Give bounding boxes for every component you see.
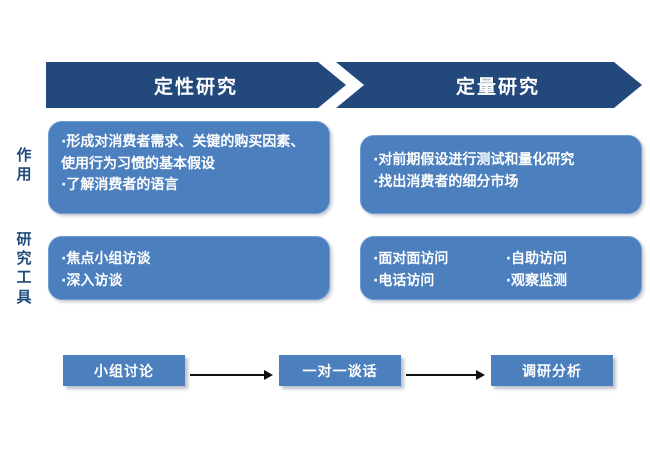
cell-quantitative-tools: ·面对面访问 ·电话访问 ·自助访问 ·观察监测 — [360, 236, 642, 300]
flow-step-2-label: 一对一谈话 — [302, 363, 378, 380]
cell-qualitative-tools-line-0: ·焦点小组访谈 — [61, 251, 151, 267]
cell-qualitative-tools-line-1: ·深入访谈 — [61, 272, 123, 289]
row-label-tools-char-3: 具 — [16, 287, 32, 306]
cell-quantitative-tools-column-b: ·自助访问 ·观察监测 — [506, 249, 629, 292]
cell-qualitative-role-line-0: ·形成对消费者需求、关键的购买因素、使用行为习惯的基本假设 — [61, 134, 305, 172]
flow-arrow-2-head — [476, 369, 485, 380]
cell-quantitative-role: ·对前期假设进行测试和量化研究 ·找出消费者的细分市场 — [360, 135, 642, 214]
cell-qualitative-role: ·形成对消费者需求、关键的购买因素、使用行为习惯的基本假设 ·了解消费者的语言 — [48, 121, 330, 214]
row-label-role-char-0: 作 — [16, 146, 32, 164]
header-arrow-qualitative-label: 定性研究 — [153, 75, 238, 98]
cell-quantitative-tools-b-line-0: ·自助访问 — [505, 251, 568, 267]
flow-step-2: 一对一谈话 — [279, 355, 401, 386]
flow-step-1: 小组讨论 — [63, 355, 185, 386]
flow-arrow-1-icon — [190, 369, 274, 381]
cell-qualitative-role-line-1: ·了解消费者的语言 — [61, 177, 179, 194]
row-label-tools-char-0: 研 — [16, 230, 32, 248]
cell-quantitative-role-line-1: ·找出消费者的细分市场 — [373, 173, 519, 190]
flow-arrow-2-icon — [406, 369, 486, 381]
flow-arrow-1-shaft — [190, 374, 265, 376]
flow-arrow-2-shaft — [406, 374, 477, 376]
cell-quantitative-tools-a-line-0: ·面对面访问 — [373, 251, 449, 267]
row-label-tools: 研 究 工 具 — [13, 230, 35, 307]
header-arrow-quantitative: 定量研究 — [336, 62, 642, 108]
cell-qualitative-tools: ·焦点小组访谈 ·深入访谈 — [48, 236, 330, 300]
header-arrow-quantitative-label: 定量研究 — [455, 75, 540, 98]
row-label-tools-char-2: 工 — [16, 268, 32, 287]
row-label-role-char-1: 用 — [16, 165, 32, 184]
header-arrow-qualitative: 定性研究 — [46, 62, 346, 108]
cell-quantitative-tools-b-line-1: ·观察监测 — [505, 272, 568, 289]
flow-step-3: 调研分析 — [491, 355, 613, 386]
cell-quantitative-role-line-0: ·对前期假设进行测试和量化研究 — [373, 152, 575, 168]
row-label-tools-char-1: 究 — [16, 249, 32, 268]
flow-arrow-1-head — [264, 369, 273, 380]
row-label-role: 作 用 — [13, 146, 35, 184]
cell-quantitative-tools-column-a: ·面对面访问 ·电话访问 — [373, 249, 506, 292]
flow-step-1-label: 小组讨论 — [94, 363, 154, 380]
cell-quantitative-tools-a-line-1: ·电话访问 — [373, 272, 435, 289]
flow-step-3-label: 调研分析 — [522, 363, 582, 380]
